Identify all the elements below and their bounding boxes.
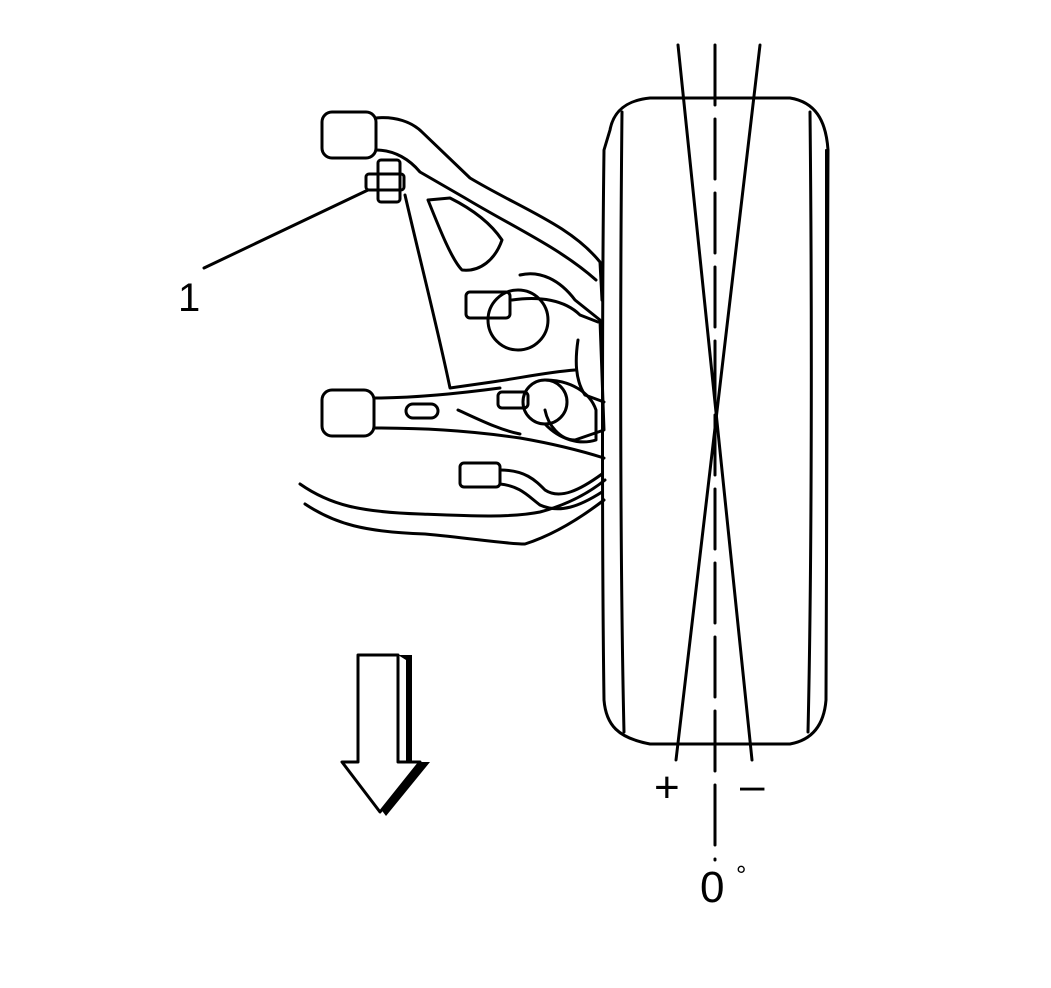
stabilizer-bar [300,480,605,544]
lower-ball-housing [545,380,596,442]
lower-arm-bottom [374,428,604,458]
degree-symbol: ° [736,860,747,890]
tire [603,98,829,744]
lower-arm-slot [406,404,438,418]
upper-bushing [322,112,376,158]
upper-arm-inner [376,150,596,280]
ball-joint-lower [523,380,567,424]
leader-line [204,190,368,268]
upper-arm-window [428,198,502,270]
tie-rod-end [460,463,500,487]
tie-rod-body [500,470,602,494]
positive-camber-label: + [654,763,680,812]
knuckle-outline [520,274,604,440]
lower-bushing [322,390,374,436]
tire-tread-right [808,112,811,732]
zero-camber-label: 0 [700,863,725,912]
negative-camber-label: – [740,761,765,810]
upper-arm-outer [376,118,602,300]
camber-lines [676,45,760,860]
lower-ball-stud [498,392,528,408]
tie-rod [460,463,602,509]
tire-outline [603,98,829,744]
negative-camber-line [676,45,760,760]
lower-arm-top [374,388,500,398]
upper-control-arm [322,112,602,388]
down-arrow-icon [342,655,430,816]
tie-rod-body-lower [500,484,602,509]
knuckle-link [512,299,598,322]
stabilizer-bar-upper [300,480,605,516]
lower-control-arm [322,380,604,458]
stabilizer-bar-lower [305,500,604,544]
lower-arm-web [458,410,520,434]
callout-hardware [204,160,404,268]
adjuster-bolt [366,174,404,190]
adjuster-nut [378,160,400,202]
arrow-shadow [380,655,430,816]
tire-tread-left [621,112,624,732]
steering-knuckle [466,274,604,440]
callout-label-1: 1 [178,276,201,320]
positive-camber-line [678,45,752,760]
upper-ball-stud [466,292,510,318]
ball-joint-upper [488,290,548,350]
upper-arm-body [405,195,575,388]
arrow-body [342,655,420,812]
